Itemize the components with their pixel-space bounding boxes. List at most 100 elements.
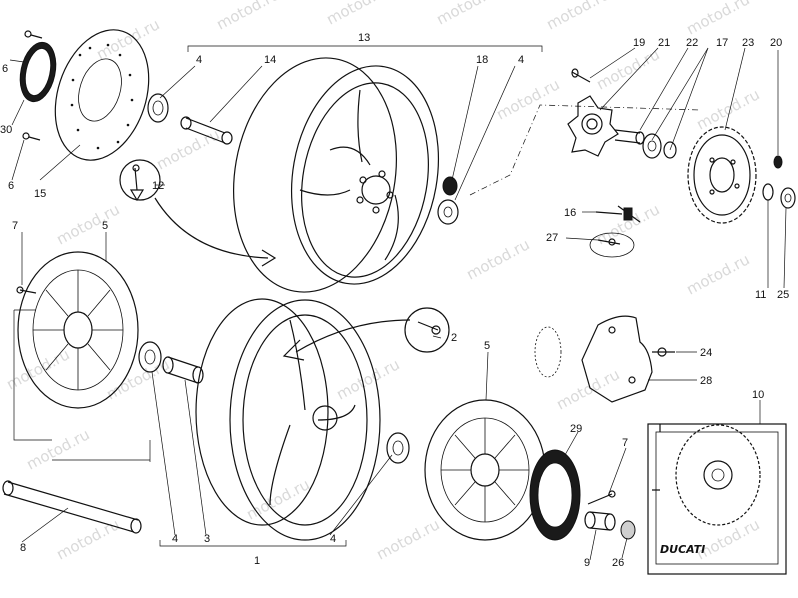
- spacer-9: [584, 511, 616, 531]
- bearing-17: [642, 133, 677, 159]
- label-6: 6: [2, 63, 8, 75]
- nut-26: [620, 520, 636, 540]
- watermark-text: motod.ru: [463, 235, 532, 283]
- watermark-text: motod.ru: [53, 515, 122, 563]
- part-number-labels: 6 30 6 15 4 14 13 18 4 12 19 21 22 17 23…: [0, 32, 789, 569]
- watermark-text: motod.ru: [333, 355, 402, 403]
- stud-bolt-19: [571, 68, 591, 83]
- watermark-text: motod.ru: [493, 75, 562, 123]
- valve-callout-12: [119, 159, 161, 202]
- rear-sprocket-23: [687, 126, 757, 224]
- leader-lines: [9, 47, 787, 561]
- bracket-1: [159, 540, 347, 547]
- watermark-layer: motod.ru motod.ru motod.ru motod.ru moto…: [3, 0, 762, 564]
- label-7: 7: [622, 437, 628, 449]
- chain-link-27: [589, 232, 635, 258]
- front-axle-8: [2, 480, 142, 534]
- collar-18: [442, 176, 458, 196]
- label-4: 4: [196, 54, 202, 66]
- label-5: 5: [484, 340, 490, 352]
- label-21: 21: [658, 37, 670, 49]
- bolt-7-left: [16, 286, 37, 294]
- label-4: 4: [172, 533, 178, 545]
- label-10: 10: [752, 389, 764, 401]
- label-7: 7: [12, 220, 18, 232]
- label-26: 26: [612, 557, 624, 569]
- axle-guide-lines: [13, 309, 151, 462]
- bolt-part-6-top: [24, 30, 43, 39]
- label-12: 12: [152, 180, 164, 192]
- label-13: 13: [358, 32, 370, 44]
- watermark-text: motod.ru: [683, 250, 752, 298]
- spacer-22: [614, 129, 645, 145]
- watermark-text: motod.ru: [23, 425, 92, 473]
- label-23: 23: [742, 37, 754, 49]
- label-20: 20: [770, 37, 782, 49]
- bearing-cover-ring-30: [19, 41, 57, 103]
- watermark-text: motod.ru: [553, 365, 622, 413]
- ducati-logo: DUCATI: [660, 543, 705, 556]
- callout-arrow-curve-bottom: [295, 319, 411, 353]
- watermark-text: motod.ru: [323, 0, 392, 29]
- watermark-text: motod.ru: [683, 0, 752, 39]
- label-9: 9: [584, 557, 590, 569]
- watermark-text: motod.ru: [433, 0, 502, 29]
- wheel-bearing-4-bottom-left: [138, 341, 162, 373]
- wheel-bearing-4-top-right: [437, 199, 459, 225]
- label-14: 14: [264, 54, 276, 66]
- label-11: 11: [755, 289, 766, 301]
- front-wheel-1: [195, 298, 381, 541]
- label-24: 24: [700, 347, 712, 359]
- valve-callout-2: [404, 307, 450, 353]
- label-6: 6: [8, 180, 14, 192]
- wheel-bearing-4-bottom-right: [386, 432, 410, 464]
- washer-11: [762, 183, 774, 201]
- label-19: 19: [633, 37, 645, 49]
- sprocket-guard-28: [581, 315, 653, 403]
- label-15: 15: [34, 188, 46, 200]
- tone-ring-29: [529, 449, 581, 541]
- washer-25: [780, 187, 796, 209]
- label-18: 18: [476, 54, 488, 66]
- kit-box-10: [647, 423, 787, 575]
- label-29: 29: [570, 423, 582, 435]
- label-1: 1: [254, 555, 260, 567]
- bolt-7-right: [587, 490, 616, 505]
- watermark-text: motod.ru: [373, 515, 442, 563]
- label-16: 16: [564, 207, 576, 219]
- rear-wheel-13: [232, 57, 440, 293]
- bolt-24: [652, 347, 675, 357]
- label-8: 8: [20, 542, 26, 554]
- label-30: 30: [0, 124, 12, 136]
- callout-arrow-curve-top: [154, 197, 269, 259]
- axis-line-top: [469, 104, 701, 196]
- watermark-text: motod.ru: [53, 200, 122, 248]
- label-27: 27: [546, 232, 558, 244]
- label-2: 2: [451, 332, 457, 344]
- nut-20: [773, 155, 783, 169]
- watermark-text: motod.ru: [243, 475, 312, 523]
- label-3: 3: [204, 533, 210, 545]
- watermark-text: motod.ru: [213, 0, 282, 34]
- bolt-part-6-bottom: [22, 132, 41, 141]
- callout-arrow-head-bottom: [282, 339, 305, 361]
- label-22: 22: [686, 37, 698, 49]
- bracket-13: [187, 45, 543, 52]
- sprocket-carrier-21: [567, 95, 619, 157]
- watermark-text: motod.ru: [93, 15, 162, 63]
- label-28: 28: [700, 375, 712, 387]
- front-brake-disc-5-right: [424, 399, 546, 541]
- label-4: 4: [330, 533, 336, 545]
- label-17: 17: [716, 37, 728, 49]
- watermark-text: motod.ru: [153, 125, 222, 173]
- sensor-ring: [534, 326, 562, 378]
- watermark-text: motod.ru: [103, 355, 172, 403]
- callout-arrow-head-top: [261, 249, 277, 267]
- spacer-3: [162, 356, 204, 384]
- label-5: 5: [102, 220, 108, 232]
- spacer-tube-14: [180, 116, 233, 145]
- wheel-bearing-4-top-left: [147, 93, 169, 123]
- watermark-text: motod.ru: [693, 85, 762, 133]
- watermark-text: motod.ru: [543, 0, 612, 34]
